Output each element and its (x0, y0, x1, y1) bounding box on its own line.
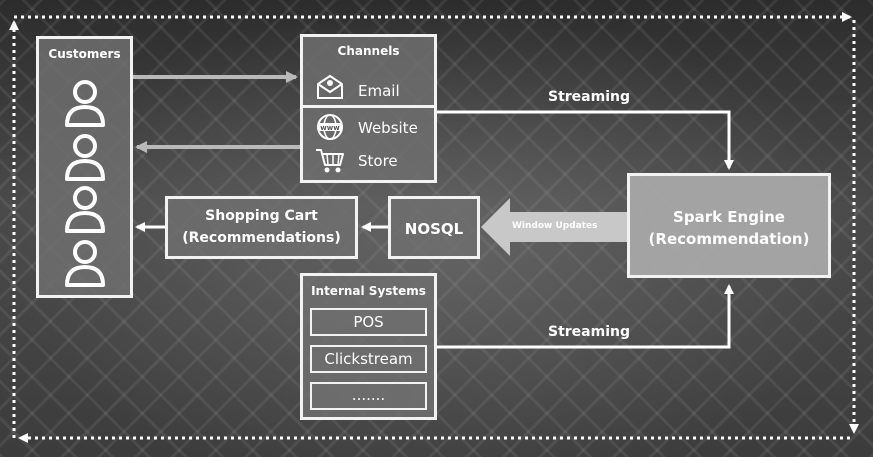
shopping-cart-box: Shopping Cart (Recommendations) (165, 196, 358, 259)
person-icon (65, 186, 105, 233)
channel-website-label: Website (358, 119, 418, 137)
spark-engine-subtitle: (Recommendation) (648, 230, 810, 248)
customers-title: Customers (48, 47, 121, 61)
svg-text:www: www (320, 124, 340, 132)
arrow-streaming-top (437, 110, 734, 170)
arrow-window-updates (481, 198, 627, 256)
internal-item-pos: POS (310, 308, 427, 336)
arrow-streaming-bottom (437, 284, 734, 349)
shopping-cart-icon (316, 149, 344, 173)
shopping-cart-title: Shopping Cart (205, 208, 318, 224)
internal-item-more: ....... (310, 382, 427, 410)
nosql-label: NOSQL (404, 220, 464, 238)
streaming-top-label: Streaming (548, 89, 630, 105)
channels-box: Channels Email www Website Store (300, 34, 437, 183)
outer-loop-dotted-border (9, 12, 859, 443)
spark-engine-box: Spark Engine (Recommendation) (627, 173, 831, 278)
nosql-box: NOSQL (388, 196, 480, 259)
channel-email-label: Email (358, 82, 400, 100)
person-icon (65, 80, 105, 127)
window-updates-label: Window Updates (512, 221, 598, 231)
channels-title: Channels (337, 44, 400, 58)
internal-systems-box: Internal Systems POS Clickstream ....... (300, 273, 437, 420)
email-icon (317, 74, 343, 99)
shopping-cart-subtitle: (Recommendations) (182, 230, 341, 246)
globe-www-icon: www (317, 114, 343, 140)
streaming-bottom-label: Streaming (548, 324, 630, 340)
person-icon (65, 240, 105, 287)
internal-systems-title: Internal Systems (311, 284, 426, 298)
internal-item-clickstream: Clickstream (310, 345, 427, 373)
channels-divider (303, 105, 434, 108)
person-icon (65, 134, 105, 181)
spark-engine-title: Spark Engine (673, 208, 785, 226)
channel-store-label: Store (358, 152, 398, 170)
customers-box: Customers (36, 36, 133, 298)
